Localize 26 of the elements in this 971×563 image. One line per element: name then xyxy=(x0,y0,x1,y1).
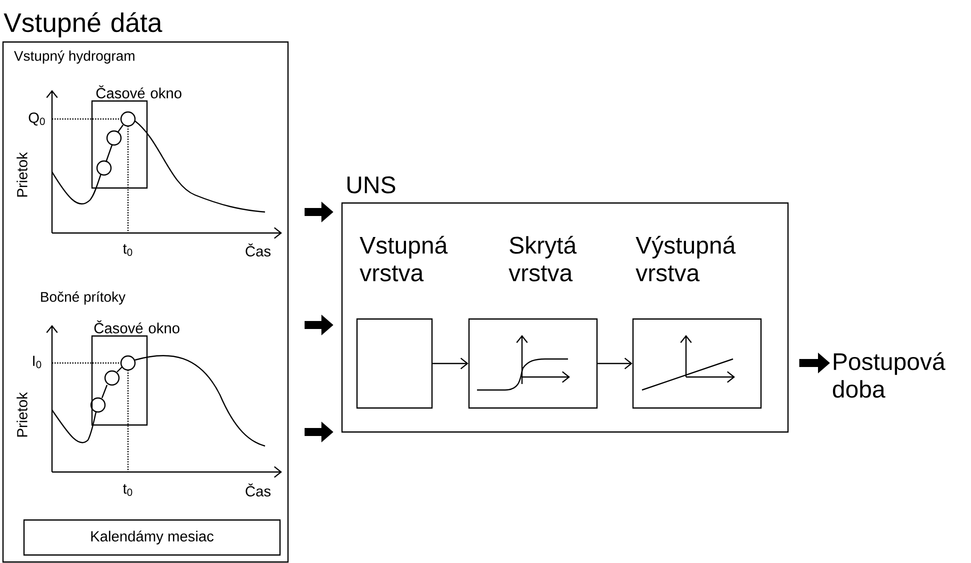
node-label: UNS xyxy=(347,176,396,194)
layer-box: Vstupná vrstva xyxy=(356,236,448,409)
layer-box: Výstupná vrstva xyxy=(632,236,762,409)
axis-label: I$_{0}$ xyxy=(33,356,42,368)
output-text: Postupová doba xyxy=(832,352,946,398)
axis-label: t$_{0}$ xyxy=(123,244,132,256)
axis-label: Prietok xyxy=(16,152,28,197)
node-label: Vstupná vrstva xyxy=(360,236,448,282)
axis-label: Čas xyxy=(246,484,270,496)
arrow xyxy=(598,358,632,370)
axis-label: Vstupný hydrogram xyxy=(14,50,134,64)
node-label: Časové okno xyxy=(94,320,180,334)
time-window-box: Časové okno xyxy=(91,85,182,189)
node-label: Časové okno xyxy=(96,85,182,98)
node-label: Výstupná vrstva xyxy=(636,236,736,282)
node-label: Vstupné dáta xyxy=(4,12,162,38)
arrow xyxy=(432,358,468,370)
axis-label: t$_{0}$ xyxy=(123,484,132,496)
axis-label: Prietok xyxy=(16,392,28,437)
axis-label: Bočné prítoky xyxy=(41,291,126,305)
time-window-box: Časové okno xyxy=(91,320,180,426)
axis-label: Q$_{0}$ xyxy=(28,112,45,126)
node-label: Skrytá vrstva xyxy=(508,236,577,282)
layer-box: Skrytá vrstva xyxy=(468,236,598,409)
axis-label: Čas xyxy=(246,244,270,256)
month-box: Kalendámy mesiac xyxy=(23,519,281,556)
